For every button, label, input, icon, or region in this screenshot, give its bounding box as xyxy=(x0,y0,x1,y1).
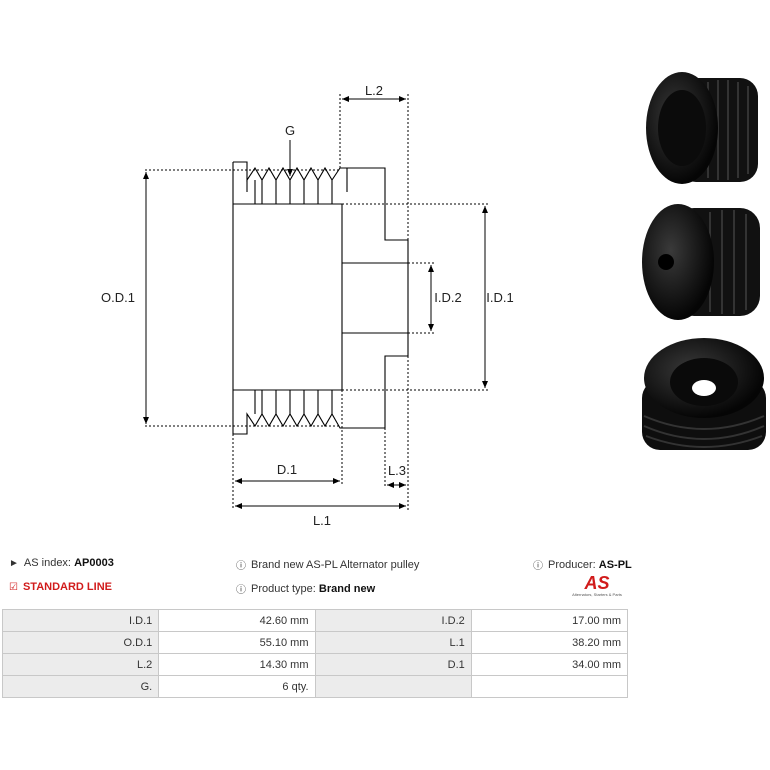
pulley-technical-drawing: G L.2 O.D.1 I.D.2 I.D.1 D.1 L.3 L.1 xyxy=(101,83,514,528)
spec-label: O.D.1 xyxy=(1,631,160,654)
product-photo-top xyxy=(646,72,758,184)
spec-value: 55.10 mm xyxy=(158,631,316,654)
product-photo-middle xyxy=(642,204,760,320)
spec-label: L.1 xyxy=(314,631,472,654)
spec-value: 42.60 mm xyxy=(158,609,316,632)
spec-value: 38.20 mm xyxy=(470,631,629,654)
info-circle-icon: ⓘ xyxy=(236,561,246,572)
product-type-value: Brand new xyxy=(318,582,376,595)
spec-value xyxy=(470,675,629,698)
label-g: G xyxy=(285,123,295,138)
spec-label xyxy=(314,675,472,698)
specs-table: I.D.1 42.60 mm I.D.2 17.00 mm O.D.1 55.1… xyxy=(1,609,629,698)
producer-value: AS-PL xyxy=(598,558,632,571)
table-row: G. 6 qty. xyxy=(1,675,629,698)
spec-label: I.D.2 xyxy=(314,609,472,632)
spec-value: 6 qty. xyxy=(158,675,316,698)
check-square-icon: ☑ xyxy=(9,581,18,593)
spec-label: I.D.1 xyxy=(1,609,160,632)
as-index-label: AS index: xyxy=(23,557,71,569)
product-description: Brand new AS-PL Alternator pulley xyxy=(251,558,420,571)
product-photo-bottom xyxy=(642,338,766,450)
table-row: L.2 14.30 mm D.1 34.00 mm xyxy=(1,653,629,676)
as-index-row: ► AS index: AP0003 xyxy=(9,557,114,569)
standard-line-label: STANDARD LINE xyxy=(22,581,112,593)
spec-label: L.2 xyxy=(1,653,160,676)
spec-value: 17.00 mm xyxy=(470,609,629,632)
spec-value: 14.30 mm xyxy=(158,653,316,676)
standard-line-row: ☑ STANDARD LINE xyxy=(9,581,112,593)
info-circle-icon: ⓘ xyxy=(533,561,543,572)
logo-subtext: Alternators, Starters & Parts xyxy=(572,592,622,597)
label-d1: D.1 xyxy=(277,462,297,477)
producer-row: ⓘ Producer: AS-PL xyxy=(533,557,632,573)
label-l1: L.1 xyxy=(313,513,331,528)
info-circle-icon: ⓘ xyxy=(236,585,246,596)
label-l3: L.3 xyxy=(388,463,406,478)
table-row: O.D.1 55.10 mm L.1 38.20 mm xyxy=(1,631,629,654)
spec-value: 34.00 mm xyxy=(470,653,629,676)
spec-label: G. xyxy=(1,675,160,698)
label-l2: L.2 xyxy=(365,83,383,98)
lower-groove-profile xyxy=(232,390,347,435)
logo-mark: AS xyxy=(584,573,610,593)
label-id2: I.D.2 xyxy=(434,290,461,305)
description-row: ⓘ Brand new AS-PL Alternator pulley xyxy=(236,557,420,573)
product-type-row: ⓘ Product type: Brand new xyxy=(236,581,376,597)
producer-label: Producer: xyxy=(548,558,596,571)
table-row: I.D.1 42.60 mm I.D.2 17.00 mm xyxy=(1,609,629,632)
product-type-label: Product type: xyxy=(251,582,316,595)
spec-label: D.1 xyxy=(314,653,472,676)
label-id1: I.D.1 xyxy=(486,290,513,305)
as-pl-logo: AS Alternators, Starters & Parts xyxy=(565,574,629,597)
label-od1: O.D.1 xyxy=(101,290,135,305)
as-index-value: AP0003 xyxy=(74,557,114,569)
tag-icon: ► xyxy=(9,557,19,569)
